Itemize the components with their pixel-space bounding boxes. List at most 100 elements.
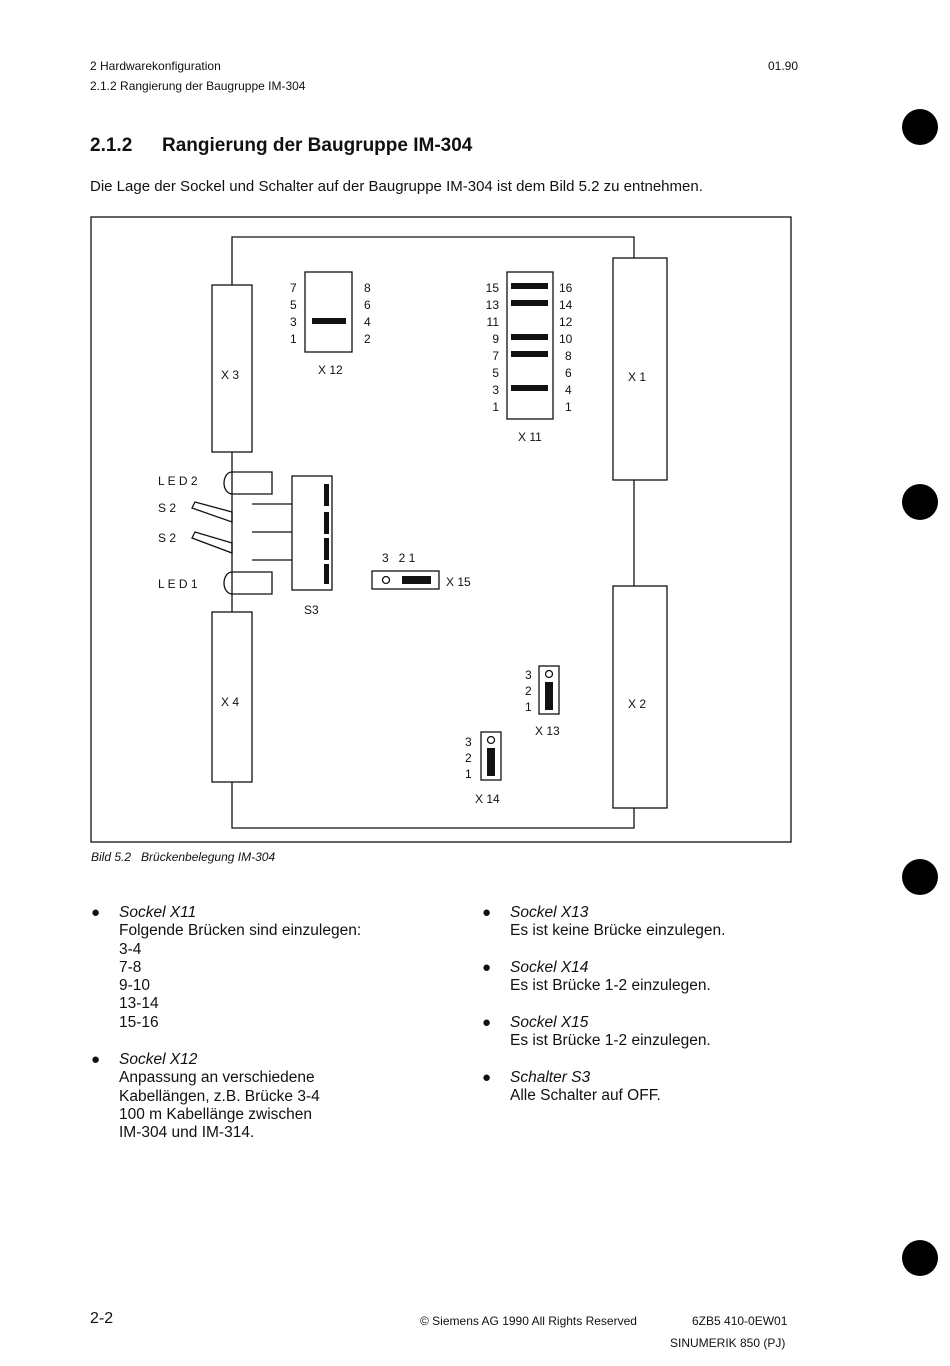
bullet-heading: Sockel X13 [510, 904, 589, 921]
label-led2: L E D 2 [158, 474, 198, 488]
connector-x1 [612, 257, 668, 481]
bullet-line: 7-8 [119, 958, 142, 976]
bullet-line: Es ist keine Brücke einzulegen. [510, 922, 726, 940]
bullet-heading: Schalter S3 [510, 1069, 591, 1086]
s2-lever-bottom [191, 531, 233, 554]
x11-pin: 6 [565, 366, 572, 380]
bullet-heading: Sockel X14 [510, 959, 589, 976]
x12-pin: 8 [364, 281, 371, 295]
socket-x15 [371, 570, 440, 590]
label-s2-top: S 2 [158, 501, 176, 515]
connector-x2 [612, 585, 668, 809]
label-x11: X 11 [518, 430, 542, 444]
x11-jumper-9-10 [511, 334, 548, 340]
bullet-sockel-x13: ● Sockel X13 Es ist keine Brücke einzule… [482, 904, 726, 941]
bullet-line: IM-304 und IM-314. [119, 1124, 255, 1142]
bullet-line: Es ist Brücke 1-2 einzulegen. [510, 977, 711, 995]
label-x2: X 2 [628, 697, 646, 711]
x11-pin: 5 [492, 366, 499, 380]
s2-lever-top [191, 501, 233, 523]
bullet-heading: Sockel X11 [119, 904, 197, 921]
label-x4: X 4 [221, 695, 239, 709]
x11-jumper-13-14 [511, 300, 548, 306]
label-s3: S3 [304, 603, 319, 617]
x11-pin: 13 [486, 298, 500, 312]
x14-pin: 3 [465, 735, 472, 749]
label-s2-bottom: S 2 [158, 531, 176, 545]
s3-switch-mark [324, 538, 329, 560]
section-number: 2.1.2 [90, 135, 133, 156]
bullet-line: Anpassung an verschiedene [119, 1069, 315, 1087]
bullet-line: 100 m Kabellänge zwischen [119, 1105, 313, 1123]
x13-pin: 1 [525, 700, 532, 714]
header-date: 01.90 [768, 59, 799, 73]
x11-pin: 8 [565, 349, 572, 363]
x13-pin: 2 [525, 684, 532, 698]
x11-jumper-7-8 [511, 351, 548, 357]
x12-pin: 6 [364, 298, 371, 312]
x13-jumper [545, 682, 553, 710]
running-header-section: 2.1.2 Rangierung der Baugruppe IM-304 [90, 79, 306, 93]
bullet-heading: Sockel X15 [510, 1014, 589, 1031]
bullet-icon: ● [91, 904, 101, 921]
x12-jumper [312, 318, 346, 324]
x12-pin: 1 [290, 332, 297, 346]
x11-pin: 7 [492, 349, 499, 363]
label-led1: L E D 1 [158, 577, 198, 591]
connector-x3 [211, 284, 253, 453]
x11-pin: 1 [492, 400, 499, 414]
copyright: © Siemens AG 1990 All Rights Reserved [420, 1314, 637, 1328]
x14-pin: 1 [465, 767, 472, 781]
led1-shape [223, 571, 273, 595]
product-name: SINUMERIK 850 (PJ) [670, 1336, 786, 1350]
x11-pin: 9 [492, 332, 499, 346]
socket-x12 [304, 271, 353, 353]
punch-hole [902, 859, 938, 895]
label-x14: X 14 [475, 792, 500, 806]
bullet-icon: ● [482, 904, 492, 921]
label-x1: X 1 [628, 370, 646, 384]
x14-jumper [487, 748, 495, 776]
bullet-icon: ● [91, 1051, 101, 1068]
punch-hole [902, 484, 938, 520]
bullet-icon: ● [482, 1069, 492, 1086]
bullet-icon: ● [482, 1014, 492, 1031]
punch-hole [902, 109, 938, 145]
s3-switch-mark [324, 512, 329, 534]
x11-pin: 14 [559, 298, 573, 312]
socket-x13 [538, 665, 560, 715]
x11-pin: 1 [565, 400, 572, 414]
bullet-schalter-s3: ● Schalter S3 Alle Schalter auf OFF. [482, 1069, 661, 1106]
figure-caption: Bild 5.2 Brückenbelegung IM-304 [91, 850, 276, 864]
x11-jumper-3-4 [511, 385, 548, 391]
socket-x11 [506, 271, 554, 420]
x11-pin: 15 [486, 281, 500, 295]
intro-text: Die Lage der Sockel und Schalter auf der… [90, 178, 703, 195]
x12-pin: 7 [290, 281, 297, 295]
order-number: 6ZB5 410-0EW01 [692, 1314, 788, 1328]
switch-s3 [291, 475, 333, 591]
x14-pin: 2 [465, 751, 472, 765]
bullet-heading: Sockel X12 [119, 1051, 198, 1068]
punch-hole [902, 1240, 938, 1276]
bullet-line: Folgende Brücken sind einzulegen: [119, 922, 362, 940]
x12-pin: 5 [290, 298, 297, 312]
bullet-line: 15-16 [119, 1013, 159, 1031]
s3-switch-mark [324, 484, 329, 506]
bullet-line: 13-14 [119, 995, 159, 1013]
x11-pin: 16 [559, 281, 573, 295]
bullet-icon: ● [482, 959, 492, 976]
x12-pin: 2 [364, 332, 371, 346]
bullet-line: Kabellängen, z.B. Brücke 3-4 [119, 1087, 320, 1105]
section-title: Rangierung der Baugruppe IM-304 [162, 135, 473, 156]
x12-pin: 3 [290, 315, 297, 329]
label-x13: X 13 [535, 724, 560, 738]
page-number: 2-2 [90, 1310, 114, 1327]
bullet-sockel-x11: ● Sockel X11 Folgende Brücken sind einzu… [91, 904, 362, 1032]
label-x12: X 12 [318, 363, 343, 377]
x11-pin: 12 [559, 315, 573, 329]
led2-shape [223, 471, 273, 495]
s3-switch-mark [324, 564, 329, 584]
x11-pin: 3 [492, 383, 499, 397]
label-x3: X 3 [221, 368, 239, 382]
